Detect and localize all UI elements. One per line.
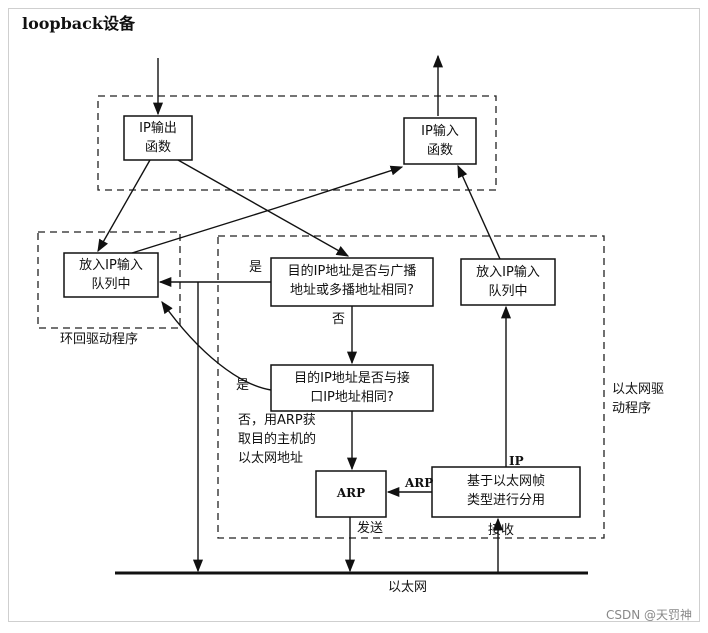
- ip-arrow-label: IP: [509, 454, 524, 468]
- dest-check-box: [270, 257, 434, 307]
- yes2-label: 是: [236, 378, 250, 393]
- loop-queue-box: [63, 252, 159, 298]
- arrow-output-to-loop: [97, 159, 151, 253]
- arrow-eth-queue-to-ip-input: [457, 164, 501, 260]
- image-frame: [8, 8, 700, 622]
- ip-output-label: IP输出函数: [139, 121, 177, 155]
- watermark: CSDN @天罚神: [605, 608, 692, 622]
- eth-driver-label: 以太网驱动程序: [612, 382, 665, 416]
- diagram-title: loopback设备: [22, 14, 135, 33]
- ip-input-label: IP输入函数: [421, 124, 459, 158]
- dest-check-label: 目的IP地址是否与广播地址或多播地址相同?: [287, 264, 417, 298]
- eth-queue-box: [460, 258, 556, 306]
- ethernet-driver-region: [217, 235, 605, 539]
- ip-output-box: [123, 115, 193, 161]
- loop-queue-label: 放入IP输入队列中: [79, 258, 143, 292]
- ip-input-box: [403, 117, 477, 165]
- arp-arrow-label: ARP: [405, 476, 434, 490]
- no-arp-label: 否，用ARP获取目的主机的以太网地址: [238, 413, 317, 466]
- receive-label: 接收: [488, 523, 515, 538]
- demux-label: 基于以太网帧类型进行分用: [466, 474, 545, 508]
- send-label: 发送: [357, 521, 384, 536]
- iface-check-box: [270, 364, 434, 412]
- arp-box: [315, 470, 387, 518]
- ip-layer-region: [97, 95, 497, 191]
- arrow-output-to-dest-check: [177, 159, 350, 257]
- arp-box-label: ARP: [336, 486, 366, 500]
- loop-driver-label: 环回驱动程序: [60, 332, 139, 347]
- arrow-yes2-to-loop: [161, 300, 272, 391]
- iface-check-label: 目的IP地址是否与接口IP地址相同?: [294, 371, 410, 405]
- no1-label: 否: [332, 312, 346, 327]
- eth-queue-label: 放入IP输入队列中: [476, 265, 540, 299]
- yes1-label: 是: [249, 260, 263, 275]
- arrow-loop-to-ip-input: [131, 165, 404, 254]
- ethernet-label: 以太网: [388, 580, 428, 595]
